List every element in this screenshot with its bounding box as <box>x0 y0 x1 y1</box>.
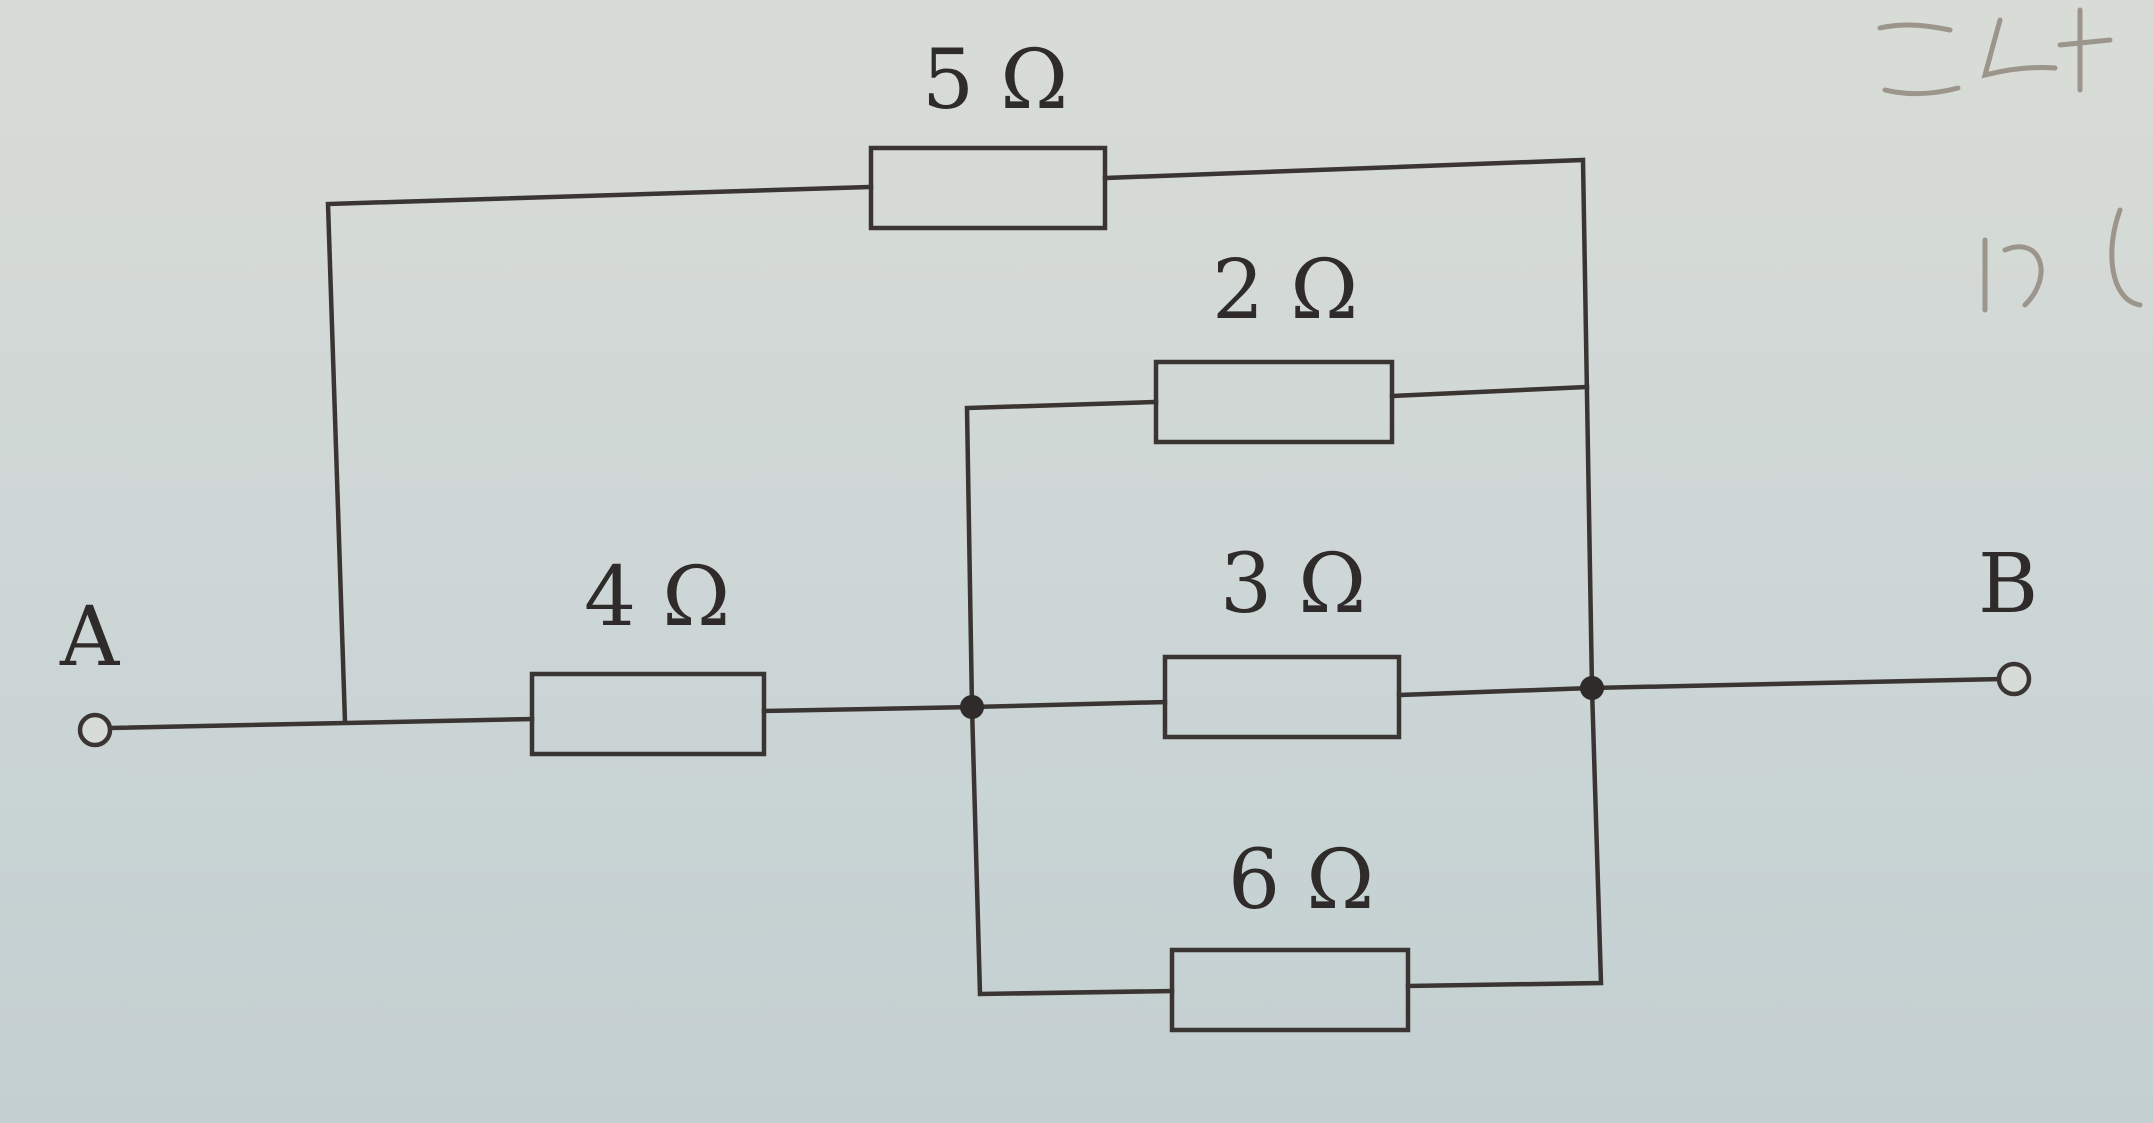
resistor-6-ohm <box>1169 947 1411 1033</box>
resistor-3-ohm-label: 3 Ω <box>1220 537 1366 632</box>
resistor-3-ohm <box>1162 654 1402 740</box>
wire-a-to-4-ohm <box>107 716 535 731</box>
resistor-4-ohm <box>529 671 767 757</box>
wire-6-ohm-left <box>969 704 1175 997</box>
handwritten-marks <box>1877 7 2143 313</box>
branch-6-ohm <box>969 685 1604 1033</box>
wire-2-ohm-right <box>1389 384 1590 399</box>
resistor-5-ohm-label: 5 Ω <box>922 33 1068 128</box>
resistor-4-ohm-label: 4 Ω <box>584 550 730 645</box>
wire-4-ohm-to-junction <box>761 704 975 714</box>
junction-right <box>1580 676 1604 700</box>
resistor-5-ohm <box>868 145 1108 231</box>
terminal-b-label: B <box>1978 537 2038 632</box>
branch-5-ohm <box>325 145 1595 725</box>
branch-main <box>107 671 975 757</box>
terminal-a-label: A <box>59 590 121 685</box>
wire-3-ohm-left <box>969 699 1168 710</box>
branch-2-ohm <box>964 359 1590 710</box>
resistor-6-ohm-label: 6 Ω <box>1228 833 1374 928</box>
wire-6-ohm-right <box>1405 685 1604 989</box>
wire-top-right <box>1102 157 1595 691</box>
wire-to-b <box>1589 676 2003 691</box>
junction-left <box>960 695 984 719</box>
resistor-2-ohm <box>1153 359 1395 445</box>
terminal-b[interactable] <box>1996 661 2032 697</box>
wire-top-left <box>325 184 874 725</box>
branch-3-ohm <box>969 654 1595 740</box>
resistor-2-ohm-label: 2 Ω <box>1212 243 1358 338</box>
terminal-a[interactable] <box>77 712 113 748</box>
wire-2-ohm-left <box>964 399 1159 710</box>
wire-3-ohm-right <box>1396 685 1595 698</box>
